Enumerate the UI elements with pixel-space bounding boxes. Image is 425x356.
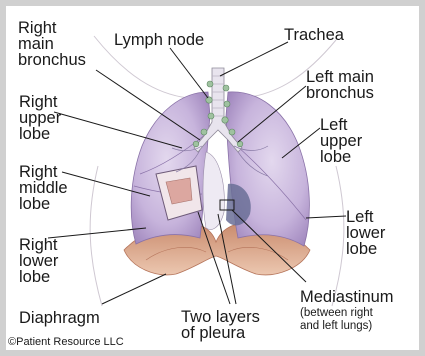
label-right-upper-lobe: Right upper lobe — [19, 94, 61, 142]
label-left-lower-lobe: Left lower lobe — [346, 209, 385, 257]
label-diaphragm: Diaphragm — [19, 310, 100, 326]
leader-right-lower-lobe — [48, 228, 146, 238]
leader-trachea — [220, 42, 288, 76]
leader-lymph-node — [170, 48, 208, 98]
label-lymph-node: Lymph node — [114, 32, 204, 48]
copyright-credit: ©Patient Resource LLC — [8, 336, 124, 348]
label-right-main-bronchus: Right main bronchus — [18, 20, 86, 68]
label-left-main-bronchus: Left main bronchus — [306, 69, 374, 101]
leader-diaphragm — [102, 274, 166, 304]
right-lung — [131, 92, 210, 244]
label-mediastinum-note: (between right and left lungs) — [300, 307, 373, 333]
leader-left-lower-lobe — [306, 216, 346, 218]
label-trachea: Trachea — [284, 27, 344, 43]
label-mediastinum: Mediastinum — [300, 289, 394, 305]
label-two-layers-of-pleura: Two layers of pleura — [181, 309, 260, 341]
label-right-lower-lobe: Right lower lobe — [19, 237, 58, 285]
label-left-upper-lobe: Left upper lobe — [320, 117, 362, 165]
label-right-middle-lobe: Right middle lobe — [19, 164, 68, 212]
